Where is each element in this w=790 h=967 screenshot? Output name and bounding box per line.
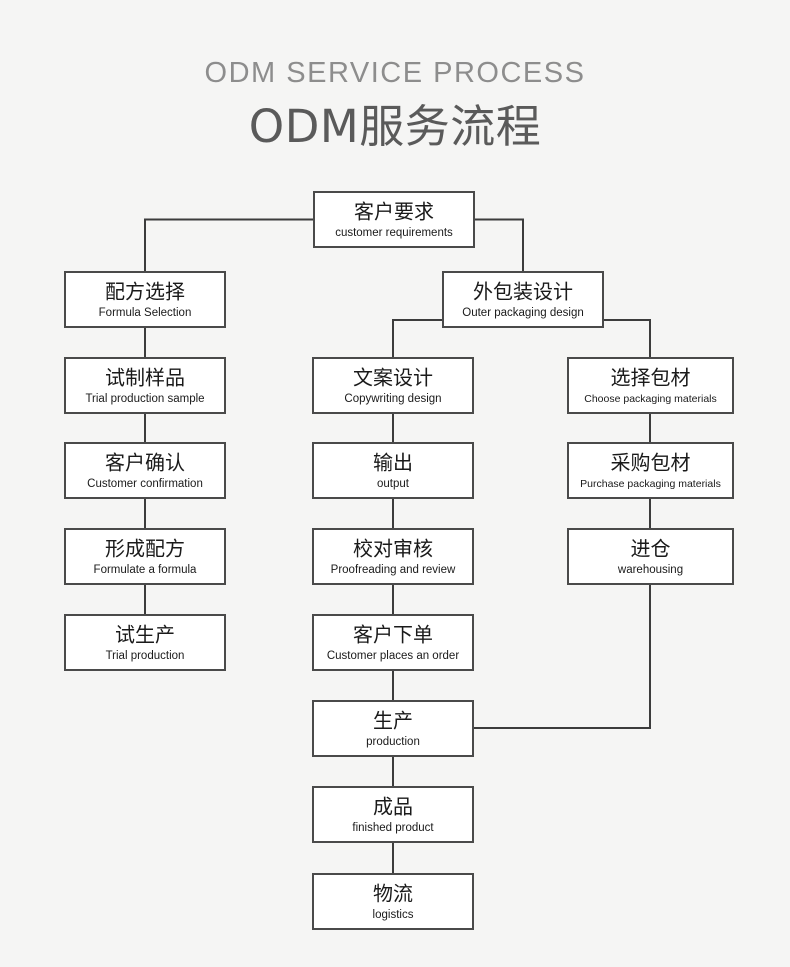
node-label-en-trial_production: Trial production — [106, 650, 185, 662]
node-label-en-trial_production_sample: Trial production sample — [85, 393, 204, 405]
node-label-en-formulate_a_formula: Formulate a formula — [94, 564, 198, 576]
node-outer_packaging_design[interactable]: 外包装设计 Outer packaging design — [442, 271, 604, 328]
node-label-cn-trial_production_sample: 试制样品 — [105, 366, 185, 390]
node-label-cn-finished_product: 成品 — [373, 795, 413, 819]
node-label-cn-formula_selection: 配方选择 — [105, 280, 185, 304]
node-box-outer_packaging_design — [442, 271, 604, 328]
node-box-customer_requirements — [313, 191, 475, 248]
node-label-cn-customer_requirements: 客户要求 — [354, 200, 434, 224]
node-label-en-outer_packaging_design: Outer packaging design — [462, 307, 583, 319]
node-finished_product[interactable]: 成品 finished product — [312, 786, 474, 843]
node-label-en-customer_requirements: customer requirements — [335, 227, 453, 239]
node-label-en-customer_places_an_order: Customer places an order — [327, 650, 459, 662]
page-header: ODM SERVICE PROCESS ODM服务流程 — [0, 0, 790, 153]
node-box-warehousing — [567, 528, 734, 585]
node-box-logistics — [312, 873, 474, 930]
node-label-cn-purchase_packaging_materials: 采购包材 — [611, 451, 691, 475]
node-label-cn-customer_places_an_order: 客户下单 — [353, 623, 433, 647]
page-title-english: ODM SERVICE PROCESS — [204, 57, 586, 89]
node-proofreading_and_review[interactable]: 校对审核 Proofreading and review — [312, 528, 474, 585]
node-customer_requirements[interactable]: 客户要求 customer requirements — [313, 191, 475, 248]
node-box-customer_places_an_order — [312, 614, 474, 671]
node-box-purchase_packaging_materials — [567, 442, 734, 499]
connector-layer — [144, 218, 651, 874]
node-box-output — [312, 442, 474, 499]
node-layer: 客户要求 customer requirements 配方选择 Formula Sel… — [64, 191, 734, 930]
node-label-cn-outer_packaging_design: 外包装设计 — [473, 280, 573, 304]
node-box-proofreading_and_review — [312, 528, 474, 585]
node-label-en-warehousing: warehousing — [617, 564, 683, 576]
node-box-choose_packaging_materials — [567, 357, 734, 414]
node-label-cn-output: 输出 — [373, 451, 413, 475]
node-output[interactable]: 输出 output — [312, 442, 474, 499]
node-customer_places_an_order[interactable]: 客户下单 Customer places an order — [312, 614, 474, 671]
node-choose_packaging_materials[interactable]: 选择包材 Choose packaging materials — [567, 357, 734, 414]
connector-warehousing-to-production — [473, 584, 651, 729]
node-label-en-proofreading_and_review: Proofreading and review — [331, 564, 456, 576]
node-purchase_packaging_materials[interactable]: 采购包材 Purchase packaging materials — [567, 442, 734, 499]
node-box-trial_production_sample — [64, 357, 226, 414]
node-box-formula_selection — [64, 271, 226, 328]
node-trial_production_sample[interactable]: 试制样品 Trial production sample — [64, 357, 226, 414]
node-formulate_a_formula[interactable]: 形成配方 Formulate a formula — [64, 528, 226, 585]
node-logistics[interactable]: 物流 logistics — [312, 873, 474, 930]
node-box-finished_product — [312, 786, 474, 843]
node-box-formulate_a_formula — [64, 528, 226, 585]
node-label-en-customer_confirmation: Customer confirmation — [87, 478, 203, 490]
node-warehousing[interactable]: 进仓 warehousing — [567, 528, 734, 585]
node-label-cn-proofreading_and_review: 校对审核 — [353, 537, 433, 561]
node-formula_selection[interactable]: 配方选择 Formula Selection — [64, 271, 226, 328]
node-trial_production[interactable]: 试生产 Trial production — [64, 614, 226, 671]
node-box-copywriting_design — [312, 357, 474, 414]
node-box-production — [312, 700, 474, 757]
node-label-cn-trial_production: 试生产 — [115, 623, 175, 647]
node-label-cn-warehousing: 进仓 — [631, 537, 671, 561]
connector-customer_requirements-to-formula_selection — [144, 218, 314, 272]
node-label-en-purchase_packaging_materials: Purchase packaging materials — [580, 478, 721, 490]
node-label-cn-production: 生产 — [373, 709, 413, 733]
node-label-en-choose_packaging_materials: Choose packaging materials — [584, 393, 717, 405]
node-box-customer_confirmation — [64, 442, 226, 499]
node-label-cn-formulate_a_formula: 形成配方 — [105, 537, 185, 561]
node-label-cn-copywriting_design: 文案设计 — [353, 366, 433, 390]
node-production[interactable]: 生产 production — [312, 700, 474, 757]
node-label-en-copywriting_design: Copywriting design — [344, 393, 441, 405]
node-label-en-finished_product: finished product — [352, 822, 434, 834]
node-label-cn-customer_confirmation: 客户确认 — [105, 451, 185, 475]
node-customer_confirmation[interactable]: 客户确认 Customer confirmation — [64, 442, 226, 499]
connector-outer_packaging_design-to-choose_packaging_materials — [603, 319, 651, 358]
page-title-chinese: ODM服务流程 — [248, 99, 542, 153]
node-label-cn-choose_packaging_materials: 选择包材 — [611, 366, 691, 390]
connector-customer_requirements-to-outer_packaging_design — [474, 218, 524, 272]
node-label-cn-logistics: 物流 — [373, 882, 413, 906]
node-label-en-production: production — [366, 736, 420, 748]
node-label-en-output: output — [377, 478, 410, 490]
node-box-trial_production — [64, 614, 226, 671]
connector-outer_packaging_design-to-copywriting_design — [392, 319, 443, 358]
node-copywriting_design[interactable]: 文案设计 Copywriting design — [312, 357, 474, 414]
node-label-en-logistics: logistics — [373, 909, 414, 921]
node-label-en-formula_selection: Formula Selection — [99, 307, 192, 319]
